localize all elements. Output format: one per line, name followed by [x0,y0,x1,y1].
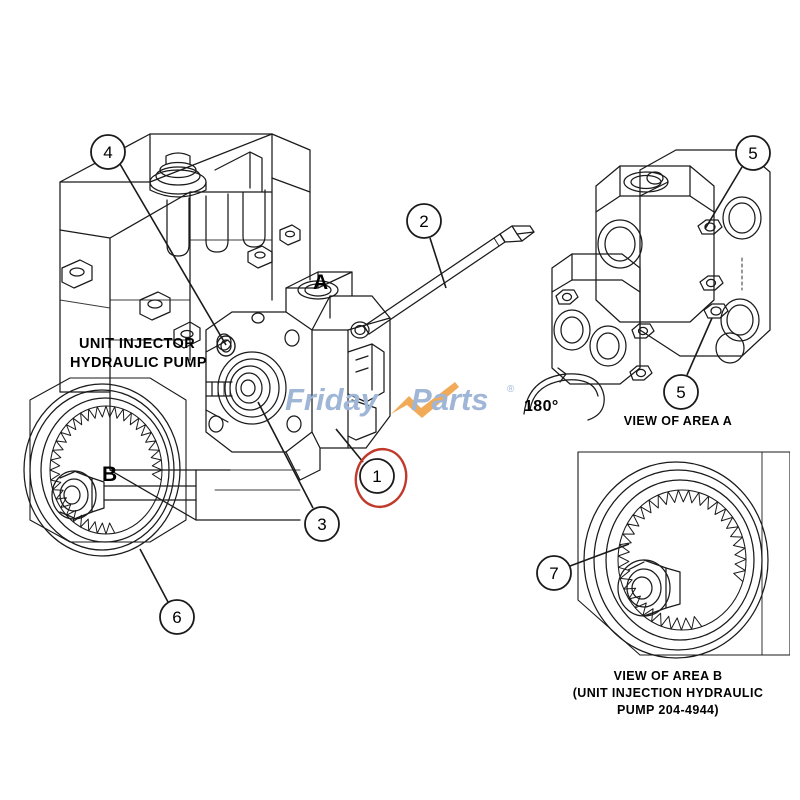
rotation-arrow-180 [523,367,605,421]
callout-number: 3 [317,515,326,534]
callout-4[interactable]: 4 [90,134,227,346]
callout-number: 5 [748,144,757,163]
filler-cap-boss [149,152,207,198]
callout-1[interactable]: 1 [335,428,411,512]
callout-number: 6 [172,608,181,627]
leader-line [704,166,743,230]
callout-6[interactable]: 6 [139,548,195,635]
drive-shaft [103,469,231,501]
callout-circle[interactable] [663,374,699,410]
leader-line [686,317,713,376]
hex-bolt-heads-a [555,219,729,381]
leader-line [119,163,227,346]
area-letter-a: A [313,271,329,294]
callout-number: 7 [549,564,558,583]
block-mounting-bosses [61,224,301,349]
callout-circle[interactable] [159,599,195,635]
view-b-caption-line2: (UNIT INJECTION HYDRAULIC [572,686,764,700]
hydraulic-pump-body [205,271,391,481]
callout-circle[interactable] [406,203,442,239]
leader-line [139,548,169,603]
callout-number: 2 [419,212,428,231]
area-letter-b: B [102,463,118,486]
callout-2[interactable]: 2 [406,203,447,289]
view-a-caption: VIEW OF AREA A [623,414,733,428]
callout-circle[interactable] [536,555,572,591]
part-name-line1: UNIT INJECTOR [79,336,196,352]
long-dowel-bolt [363,225,535,335]
view-b-caption-line1: VIEW OF AREA B [613,669,723,683]
callout-circle[interactable] [735,135,771,171]
callout-number: 4 [103,143,112,162]
highlight-ellipse [354,447,408,509]
callout-5-top[interactable]: 5 [704,135,771,230]
rotation-note: 180° [524,398,559,415]
engine-block-body [59,133,311,521]
part-name-line2: HYDRAULIC PUMP [70,355,207,371]
callout-5-bottom[interactable]: 5 [663,317,713,410]
callout-circle[interactable] [359,458,395,494]
view-b-caption-line3: PUMP 204-4944) [617,703,719,717]
view-area-a-drawing [551,149,771,385]
leader-line [569,543,630,567]
callout-circle[interactable] [90,134,126,170]
callout-number: 1 [372,467,381,486]
callout-number: 5 [676,383,685,402]
leader-line [429,237,447,289]
callout-layer: 1 2 3 4 5 5 6 7 [90,134,771,635]
callout-circle[interactable] [304,506,340,542]
view-area-b-drawing [577,451,790,659]
leader-line [335,428,364,463]
leader-line [257,401,314,509]
callout-7[interactable]: 7 [536,543,630,591]
callout-3[interactable]: 3 [257,401,340,542]
